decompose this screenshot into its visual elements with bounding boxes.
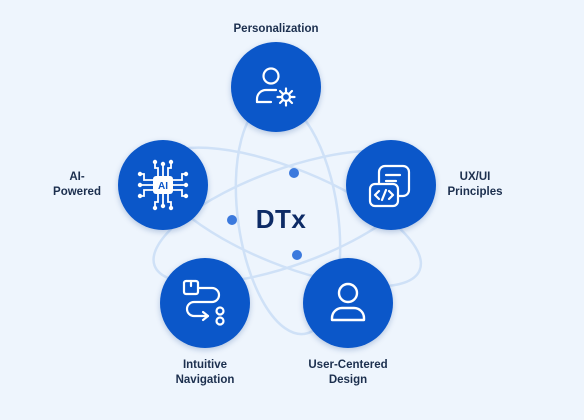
personalization-label: Personalization (233, 23, 319, 35)
route-icon (182, 279, 225, 326)
ai-chip-text: AI (158, 181, 168, 192)
ux-ui-node (346, 140, 436, 230)
orbit-dot (289, 168, 299, 178)
center-title: DTx (255, 204, 307, 234)
ai-label: AI- Powered (53, 171, 101, 198)
user-centered-label: User-Centered Design (308, 359, 388, 386)
user-icon (330, 282, 366, 322)
navigation-label: Intuitive Navigation (175, 359, 235, 386)
code-window-icon (368, 164, 411, 208)
navigation-node (160, 258, 250, 348)
ux-ui-label: UX/UI Principles (447, 171, 503, 198)
orbit-dot (292, 250, 302, 260)
ai-node: AI (118, 140, 208, 230)
ai-chip-icon: AI (137, 159, 189, 211)
user-gear-icon (255, 67, 296, 107)
orbit-dot (227, 215, 237, 225)
personalization-node (231, 42, 321, 132)
user-centered-node (303, 258, 393, 348)
